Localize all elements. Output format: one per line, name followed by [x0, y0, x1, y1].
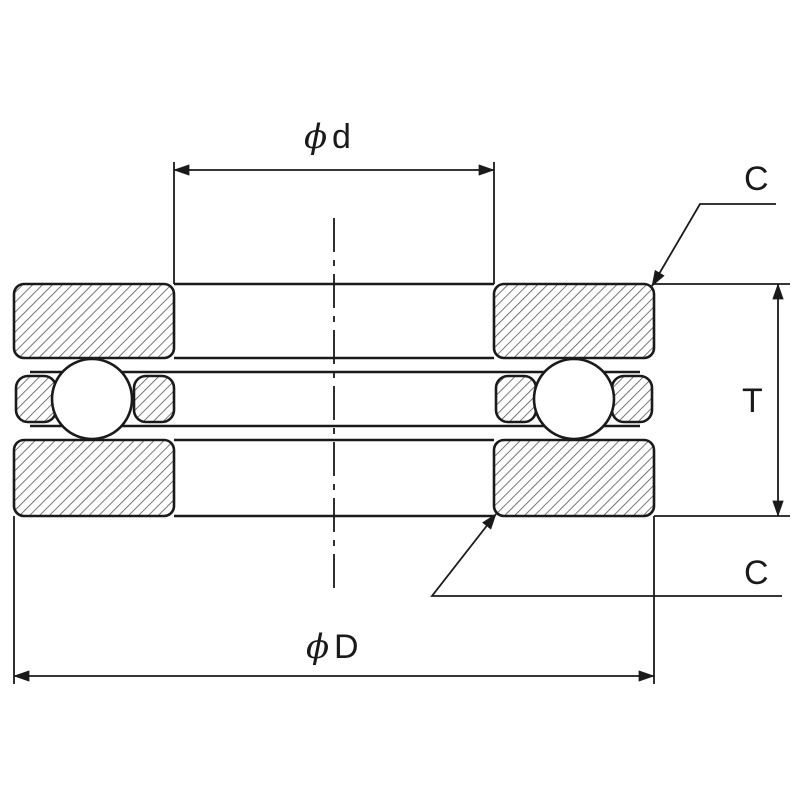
phi-D-letter: D [334, 628, 359, 666]
chamfer-bottom-label: C [744, 554, 769, 592]
cage-right-outer [610, 374, 654, 424]
phi-d-symbol: ϕ [304, 117, 327, 157]
cage-left-inner [132, 374, 176, 424]
ball-right [532, 357, 616, 441]
chamfer-bottom-leader [430, 513, 782, 597]
phi-D-symbol: ϕ [306, 627, 329, 667]
phi-d-letter: d [332, 118, 351, 156]
cage-left-outer [14, 374, 58, 424]
ball-left [50, 357, 134, 441]
bottom-washer-left-section [12, 438, 176, 518]
cage-right-inner [494, 374, 538, 424]
top-washer-left-section [12, 282, 176, 360]
chamfer-top-label: C [744, 160, 769, 198]
height-label: T [742, 382, 763, 420]
chamfer-top-leader [651, 203, 776, 287]
top-washer-right-section [492, 282, 656, 360]
bottom-washer-right-section [492, 438, 656, 518]
